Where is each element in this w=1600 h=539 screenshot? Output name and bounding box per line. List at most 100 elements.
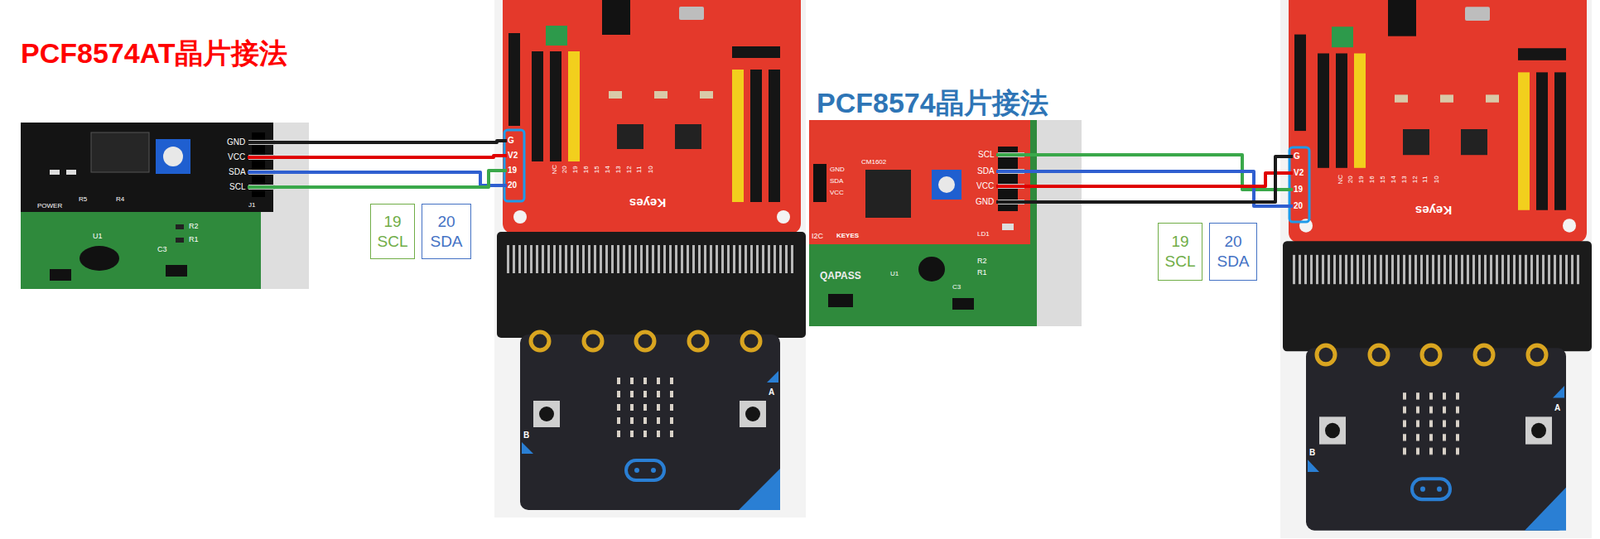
node-text: 19 xyxy=(383,212,401,232)
pin-label: SDA xyxy=(226,167,248,178)
ic-chip xyxy=(865,169,911,218)
brand-label: Keyes xyxy=(629,195,666,211)
header-pin-label: 19 xyxy=(506,165,519,176)
jumper-wire xyxy=(247,172,507,186)
header-pin-label: 20 xyxy=(1292,201,1305,212)
pin-number: 20 xyxy=(560,165,569,174)
header-pin-label: G xyxy=(506,135,516,146)
node-text: SDA xyxy=(429,231,463,252)
silkscreen-label: C3 xyxy=(952,283,961,292)
button-label: B xyxy=(523,430,530,441)
pin-number: 15 xyxy=(592,165,602,174)
pin-callout-box: 20SDA xyxy=(1209,222,1258,281)
pin-callout-box: 19SCL xyxy=(370,203,415,260)
pin-number: 19 xyxy=(571,165,580,174)
smd-led xyxy=(1002,223,1014,231)
pin-number: 19 xyxy=(1357,175,1366,184)
button-label: A xyxy=(1554,403,1561,414)
node-text: GND xyxy=(226,137,246,148)
node-text: V2 xyxy=(1293,168,1305,179)
smd-part xyxy=(66,169,77,175)
pin-number: 10 xyxy=(646,165,656,174)
node-text: VCC xyxy=(976,181,995,192)
silkscreen-label: CM1602 xyxy=(861,158,887,167)
header-pin-label: V2 xyxy=(506,150,520,161)
node-text: 19 xyxy=(1293,184,1304,195)
pin-number: 14 xyxy=(1389,175,1398,184)
node-text: V2 xyxy=(507,150,519,161)
pin-label: SDA xyxy=(975,166,997,177)
solder-pad xyxy=(952,298,974,310)
node-text: 19 xyxy=(1171,231,1189,252)
node-text: SDA xyxy=(1216,251,1249,272)
potentiometer xyxy=(931,169,962,200)
header-highlight xyxy=(504,130,525,202)
smd-part xyxy=(175,237,184,243)
pin-label: GND xyxy=(973,197,997,208)
pin-label: SCL xyxy=(227,182,248,193)
node-text: 19 xyxy=(507,165,518,176)
node-text: 20 xyxy=(507,180,518,191)
solder-pad xyxy=(165,265,188,277)
silkscreen-label: R4 xyxy=(115,195,125,204)
jumper-wire xyxy=(996,173,1293,187)
button-label: A xyxy=(768,387,775,398)
heading: PCF8574AT晶片接法 xyxy=(20,36,288,71)
brand-label: QAPASS xyxy=(819,269,862,282)
lcd-pcb xyxy=(809,120,1037,327)
jumper-wire xyxy=(996,156,1293,203)
board-photo xyxy=(494,0,806,518)
pin-number: 12 xyxy=(625,165,634,174)
pin-name: VCC xyxy=(829,188,844,198)
pin-callout-box: 19SCL xyxy=(1157,222,1203,281)
node-text: SCL xyxy=(377,231,409,252)
silkscreen-label: R2 xyxy=(188,221,199,232)
pin-number: 15 xyxy=(1378,175,1388,184)
header-pin-label: V2 xyxy=(1292,168,1306,179)
pin-number: NC xyxy=(550,164,560,175)
node-text: 20 xyxy=(1224,231,1242,252)
node-text: G xyxy=(507,135,515,146)
node-text: SDA xyxy=(977,166,995,177)
node-text: SCL xyxy=(978,149,995,160)
node-text: SCL xyxy=(229,182,246,193)
photo-background xyxy=(809,120,1082,327)
pin-number: 20 xyxy=(1346,175,1355,184)
lcd-module-photo xyxy=(20,122,309,290)
silkscreen-label: C3 xyxy=(157,245,168,255)
node-text: SCL xyxy=(1165,251,1196,272)
button-label: B xyxy=(1309,448,1316,458)
header-pin-label: 19 xyxy=(1292,184,1305,195)
pin-name: SDA xyxy=(829,177,844,186)
pin-header xyxy=(813,163,827,203)
jumper-wire xyxy=(247,170,507,188)
pin-label: GND xyxy=(225,137,248,148)
silkscreen-label: R5 xyxy=(78,195,87,204)
pin-number: 16 xyxy=(1368,175,1377,184)
potentiometer-knob xyxy=(938,176,955,193)
smd-part xyxy=(49,169,60,175)
pin-number: 16 xyxy=(582,165,591,174)
board-photo xyxy=(1280,0,1592,539)
silkscreen-label: LD1 xyxy=(977,230,990,239)
pin-number: 12 xyxy=(1411,175,1420,184)
solder-pad xyxy=(828,293,854,308)
pin-number: 13 xyxy=(614,165,623,174)
silkscreen-label: R1 xyxy=(188,235,199,245)
node-text: GND xyxy=(975,197,995,208)
pin-label: VCC xyxy=(226,152,248,163)
ic-chip xyxy=(91,132,150,173)
potentiometer xyxy=(155,139,191,174)
silkscreen-label: U1 xyxy=(92,231,103,241)
pin-number: 11 xyxy=(1421,176,1430,184)
pin-label: VCC xyxy=(974,181,997,192)
cob-blob xyxy=(918,256,945,282)
i2c-backpack xyxy=(20,122,274,213)
solder-pad xyxy=(49,269,72,281)
jumper-wire xyxy=(247,155,507,158)
node-text: 20 xyxy=(437,212,455,232)
node-text: VCC xyxy=(227,152,246,163)
silkscreen-label: R1 xyxy=(977,268,988,278)
lcd-module-photo xyxy=(809,120,1082,327)
